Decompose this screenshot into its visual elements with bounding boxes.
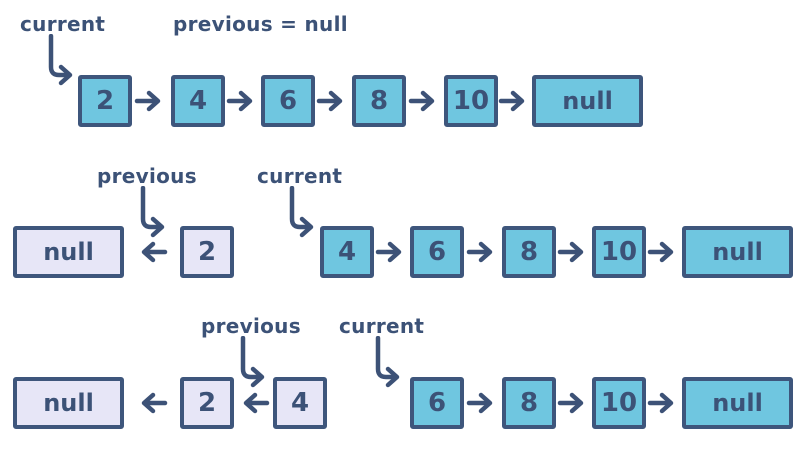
- null-node: null: [532, 75, 643, 127]
- list-node: 8: [502, 226, 556, 278]
- list-node: 6: [410, 226, 464, 278]
- current-pointer-label: current: [20, 12, 106, 36]
- previous-pointer-label: previous: [97, 164, 197, 188]
- next-link-arrow-icon: [647, 240, 681, 264]
- list-node: 4: [171, 75, 225, 127]
- null-node: null: [13, 377, 124, 429]
- previous-pointer-label: previous = null: [173, 12, 348, 36]
- prev-link-arrow-icon: [134, 391, 168, 415]
- current-pointer-label: current: [257, 164, 343, 188]
- next-link-arrow-icon: [557, 240, 591, 264]
- list-node: 2: [78, 75, 132, 127]
- list-node: 8: [502, 377, 556, 429]
- list-node: 10: [592, 226, 646, 278]
- null-node: null: [682, 226, 793, 278]
- next-link-arrow-icon: [134, 89, 168, 113]
- next-link-arrow-icon: [466, 391, 500, 415]
- reversed-node: 2: [180, 226, 234, 278]
- next-link-arrow-icon: [498, 89, 532, 113]
- next-link-arrow-icon: [316, 89, 350, 113]
- null-node: null: [682, 377, 793, 429]
- next-link-arrow-icon: [466, 240, 500, 264]
- prev-link-arrow-icon: [134, 240, 168, 264]
- next-link-arrow-icon: [226, 89, 260, 113]
- list-node: 10: [592, 377, 646, 429]
- previous-pointer-label: previous: [201, 314, 301, 338]
- reversed-node: 4: [273, 377, 327, 429]
- list-node: 6: [261, 75, 315, 127]
- list-node: 10: [444, 75, 498, 127]
- next-link-arrow-icon: [408, 89, 442, 113]
- current-pointer-label: current: [339, 314, 425, 338]
- list-node: 4: [320, 226, 374, 278]
- prev-link-arrow-icon: [236, 391, 270, 415]
- previous-pointer-arrow-icon: [138, 186, 172, 238]
- previous-pointer-arrow-icon: [238, 336, 272, 388]
- reversed-node: 2: [180, 377, 234, 429]
- next-link-arrow-icon: [375, 240, 409, 264]
- next-link-arrow-icon: [557, 391, 591, 415]
- next-link-arrow-icon: [647, 391, 681, 415]
- current-pointer-arrow-icon: [46, 34, 80, 86]
- current-pointer-arrow-icon: [287, 186, 321, 238]
- list-node: 8: [352, 75, 406, 127]
- current-pointer-arrow-icon: [373, 336, 407, 388]
- null-node: null: [13, 226, 124, 278]
- list-node: 6: [410, 377, 464, 429]
